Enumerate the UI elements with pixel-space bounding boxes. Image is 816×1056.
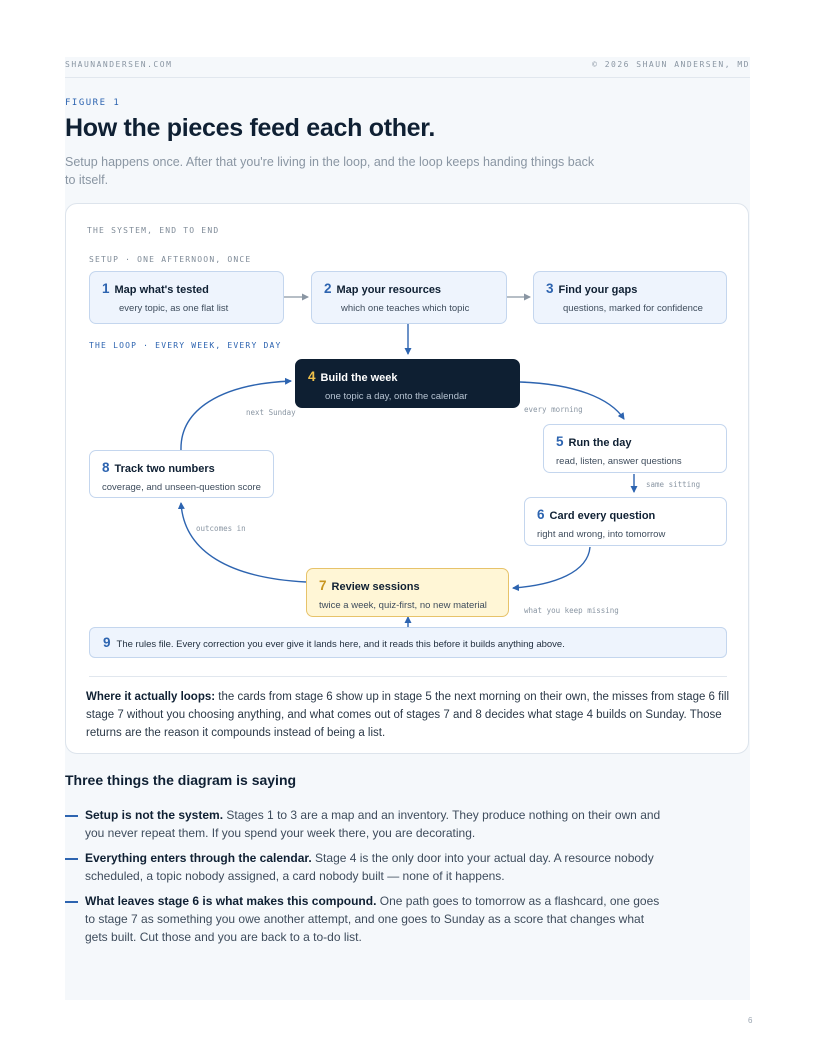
section-title: Three things the diagram is saying — [65, 772, 297, 788]
setup-label: SETUP · ONE AFTERNOON, ONCE — [89, 255, 252, 264]
bullet-body: Stage 4 is the only door into your actua… — [85, 851, 654, 883]
stage-desc: which one teaches which topic — [341, 303, 470, 314]
note-lead: Where it actually loops: — [86, 691, 216, 703]
arrow-8-to-4 — [180, 377, 292, 451]
label-same-sitting: same sitting — [646, 480, 701, 489]
stage-title: Map your resources — [336, 284, 442, 296]
stage-number: 7 — [319, 578, 327, 593]
figure-subtitle: Setup happens once. After that you're li… — [65, 155, 595, 187]
stage-number: 6 — [537, 507, 545, 522]
rules-file-bar: 9 The rules file. Every correction you ev… — [89, 627, 727, 658]
stage-number: 4 — [308, 369, 316, 384]
site-name: SHAUNANDERSEN.COM — [65, 60, 173, 69]
loop-label: THE LOOP · EVERY WEEK, EVERY DAY — [89, 341, 282, 350]
stage-desc: right and wrong, into tomorrow — [537, 529, 666, 540]
stage-number: 3 — [546, 281, 554, 296]
stage-title: Find your gaps — [558, 284, 638, 296]
bullet-body: One path goes to tomorrow as a flashcard… — [85, 894, 660, 944]
stage-title: Map what's tested — [114, 284, 209, 296]
stage-title: Track two numbers — [114, 463, 215, 475]
list-item: Everything enters through the calendar. … — [65, 849, 665, 885]
bullet-body: Stages 1 to 3 are a map and an inventory… — [85, 808, 661, 840]
stage-1-node: 1 Map what's tested every topic, as one f… — [89, 271, 284, 324]
stage-desc: questions, marked for confidence — [563, 303, 703, 314]
rules-text: The rules file. Every correction you eve… — [116, 639, 565, 650]
stage-4-node: 4 Build the week one topic a day, onto th… — [295, 359, 520, 408]
stage-desc: one topic a day, onto the calendar — [325, 391, 468, 402]
dash-marker — [65, 858, 78, 860]
stage-title: Card every question — [549, 510, 656, 522]
page-number: 6 — [748, 1016, 753, 1025]
stage-title: Run the day — [568, 437, 632, 449]
stage-desc: read, listen, answer questions — [556, 456, 682, 467]
stage-number: 5 — [556, 434, 564, 449]
takeaways-list: Setup is not the system. Stages 1 to 3 a… — [65, 806, 665, 953]
stage-6-node: 6 Card every question right and wrong, in… — [524, 497, 727, 546]
arrow-4-to-5 — [519, 381, 625, 420]
stage-title: Build the week — [320, 372, 398, 384]
stage-2-node: 2 Map your resources which one teaches wh… — [311, 271, 507, 324]
bullet-lead: Setup is not the system. — [85, 808, 224, 822]
label-every-morning: every morning — [524, 405, 583, 414]
list-item: What leaves stage 6 is what makes this c… — [65, 892, 665, 946]
stage-8-node: 8 Track two numbers coverage, and unseen-… — [89, 450, 274, 498]
card-divider — [89, 676, 727, 677]
list-item: Setup is not the system. Stages 1 to 3 a… — [65, 806, 665, 842]
note-body: the cards from stage 6 show up in stage … — [86, 691, 730, 739]
copyright: © 2026 SHAUN ANDERSEN, MD — [592, 60, 750, 69]
stage-7-node: 7 Review sessions twice a week, quiz-firs… — [306, 568, 509, 617]
diagram-heading: THE SYSTEM, END TO END — [87, 226, 220, 235]
stage-desc: twice a week, quiz-first, no new materia… — [319, 600, 487, 611]
bullet-lead: What leaves stage 6 is what makes this c… — [85, 894, 377, 908]
dash-marker — [65, 815, 78, 817]
stage-3-node: 3 Find your gaps questions, marked for co… — [533, 271, 727, 324]
figure-label: FIGURE 1 — [65, 98, 121, 108]
stage-desc: coverage, and unseen-question score — [102, 482, 261, 493]
dash-marker — [65, 901, 78, 903]
stage-number: 1 — [102, 281, 110, 296]
stage-number: 8 — [102, 460, 110, 475]
label-next-sunday: next Sunday — [246, 408, 296, 417]
stage-title: Review sessions — [331, 581, 420, 593]
stage-desc: every topic, as one flat list — [119, 303, 229, 314]
figure-title: How the pieces feed each other. — [65, 114, 435, 142]
bullet-lead: Everything enters through the calendar. — [85, 851, 312, 865]
label-what-you-keep-missing: what you keep missing — [524, 606, 619, 615]
arrow-7-to-8 — [177, 502, 307, 583]
header-divider — [65, 77, 750, 78]
arrow-6-to-7 — [512, 546, 591, 592]
stage-5-node: 5 Run the day read, listen, answer questi… — [543, 424, 727, 473]
loop-note: Where it actually loops: the cards from … — [86, 688, 730, 742]
rules-number: 9 — [103, 635, 111, 650]
stage-number: 2 — [324, 281, 332, 296]
label-outcomes-in: outcomes in — [196, 524, 246, 533]
